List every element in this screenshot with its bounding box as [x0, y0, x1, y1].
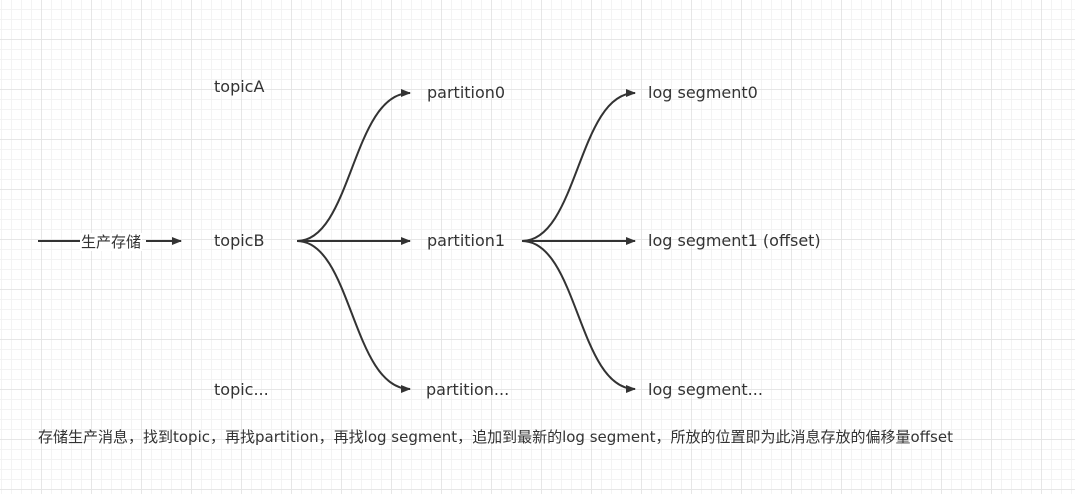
- edge-partition-to-segment0: [521, 89, 636, 242]
- segment-node-1: log segment1 (offset): [648, 231, 821, 250]
- diagram-caption: 存储生产消息，找到topic，再找partition，再找log segment…: [38, 428, 953, 446]
- topic-node-b: topicB: [214, 231, 265, 250]
- edge-partition-to-segment-more: [521, 240, 636, 393]
- produce-store-label: 生产存储: [80, 233, 143, 251]
- segment-node-0: log segment0: [648, 83, 758, 102]
- topic-node-more: topic...: [214, 380, 269, 399]
- partition-node-0: partition0: [427, 83, 506, 102]
- partition-node-1: partition1: [427, 231, 506, 250]
- edge-topic-to-partition-more: [296, 240, 411, 393]
- edge-topic-to-partition0: [296, 89, 411, 242]
- segment-node-more: log segment...: [648, 380, 763, 399]
- topic-node-a: topicA: [214, 77, 265, 96]
- partition-node-more: partition...: [426, 380, 510, 399]
